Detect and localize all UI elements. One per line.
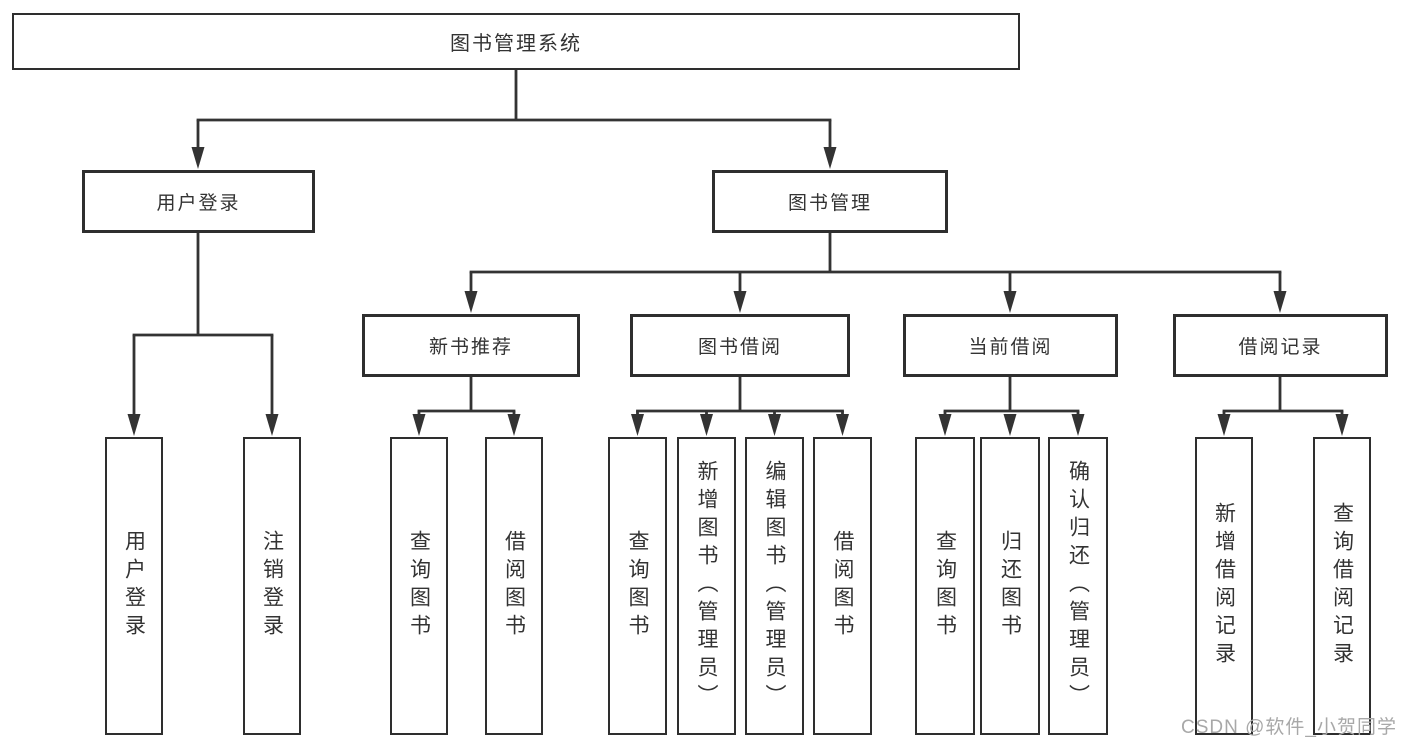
leaf-borrow-books-2: 借阅图书 xyxy=(813,437,872,735)
node-new-book-recommend: 新书推荐 xyxy=(362,314,580,377)
leaf-return-book: 归还图书 xyxy=(980,437,1040,735)
leaf-edit-book-admin: 编辑图书（管理员） xyxy=(745,437,804,735)
node-book-borrow: 图书借阅 xyxy=(630,314,850,377)
leaf-add-book-admin: 新增图书（管理员） xyxy=(677,437,736,735)
leaf-query-books-2: 查询图书 xyxy=(608,437,667,735)
node-current-borrow: 当前借阅 xyxy=(903,314,1118,377)
leaf-confirm-return-admin: 确认归还（管理员） xyxy=(1048,437,1108,735)
leaf-logout: 注销登录 xyxy=(243,437,301,735)
leaf-query-books: 查询图书 xyxy=(390,437,448,735)
node-user-login: 用户登录 xyxy=(82,170,315,233)
leaf-query-borrow-record: 查询借阅记录 xyxy=(1313,437,1371,735)
leaf-borrow-books: 借阅图书 xyxy=(485,437,543,735)
leaf-query-books-3: 查询图书 xyxy=(915,437,975,735)
node-library-management-system: 图书管理系统 xyxy=(12,13,1020,70)
node-borrow-records: 借阅记录 xyxy=(1173,314,1388,377)
node-book-management: 图书管理 xyxy=(712,170,948,233)
csdn-watermark: CSDN @软件_小贺同学 xyxy=(1181,717,1397,738)
arrowheads xyxy=(127,147,1349,436)
leaf-user-login: 用户登录 xyxy=(105,437,163,735)
leaf-add-borrow-record: 新增借阅记录 xyxy=(1195,437,1253,735)
